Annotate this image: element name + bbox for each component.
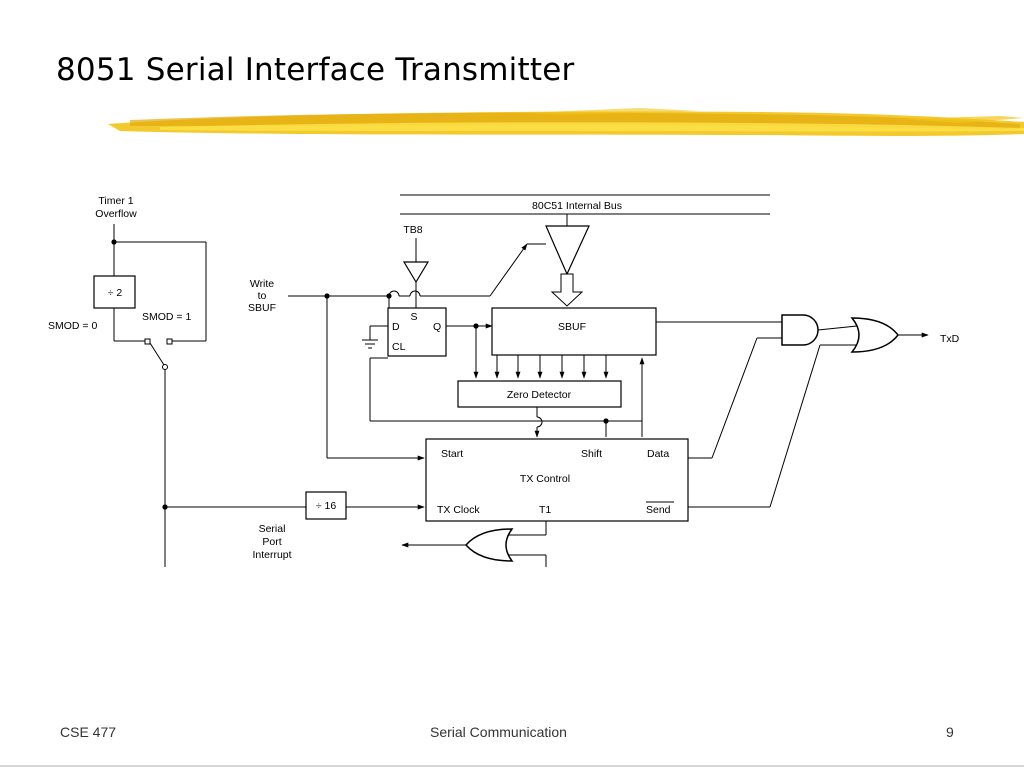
title-underline xyxy=(108,108,1024,136)
shift-label: Shift xyxy=(581,448,602,460)
interrupt-label-3: Interrupt xyxy=(252,549,291,561)
ff-cl-label: CL xyxy=(392,341,406,353)
zero-detector-label: Zero Detector xyxy=(507,389,572,401)
tx-clock-label: TX Clock xyxy=(437,504,480,516)
flipflop-block xyxy=(387,307,447,357)
timer1-label-2: Overflow xyxy=(95,208,137,220)
txd-label: TxD xyxy=(940,333,960,345)
footer-course: CSE 477 xyxy=(60,724,117,740)
write-label-3: SBUF xyxy=(248,302,276,314)
smod1-label: SMOD = 1 xyxy=(142,311,191,323)
send-label: Send xyxy=(646,504,671,516)
brush-stroke xyxy=(108,108,1024,136)
tx-control-label: TX Control xyxy=(520,473,570,485)
junction-dots xyxy=(111,239,609,510)
data-label: Data xyxy=(647,448,669,460)
div16-label: ÷ 16 xyxy=(316,500,337,512)
div2-label: ÷ 2 xyxy=(108,287,123,299)
interrupt-label-2: Port xyxy=(262,536,281,548)
sbuf-label: SBUF xyxy=(558,321,586,333)
smod-switch xyxy=(144,338,173,370)
div2-block xyxy=(93,275,136,309)
write-label-2: to xyxy=(258,290,267,302)
ff-d-label: D xyxy=(392,321,400,333)
bottom-divider xyxy=(0,765,1024,767)
tb8-buffer xyxy=(402,261,430,284)
footer-page-number: 9 xyxy=(946,724,954,740)
bus-label: 80C51 Internal Bus xyxy=(532,200,622,212)
div16-block xyxy=(305,491,347,520)
write-label-1: Write xyxy=(250,278,274,290)
interrupt-label-1: Serial xyxy=(259,523,286,535)
zero-detector-block xyxy=(457,380,622,408)
timer1-label-1: Timer 1 xyxy=(98,195,133,207)
tx-control-block xyxy=(425,438,689,522)
t1-label: T1 xyxy=(539,504,551,516)
smod0-label: SMOD = 0 xyxy=(48,320,97,332)
footer-topic: Serial Communication xyxy=(430,724,567,740)
ff-s-label: S xyxy=(410,311,417,323)
start-label: Start xyxy=(441,448,463,460)
bus-buffer xyxy=(545,225,590,276)
sbuf-block xyxy=(491,307,657,356)
ff-q-label: Q xyxy=(433,321,441,333)
or-gate-interrupt xyxy=(465,528,514,562)
and-gate xyxy=(781,314,819,346)
tb8-label: TB8 xyxy=(403,224,422,236)
bus-to-sbuf-arrow xyxy=(550,273,584,307)
or-gate-txd xyxy=(850,317,899,353)
slide-title: 8051 Serial Interface Transmitter xyxy=(56,52,575,88)
